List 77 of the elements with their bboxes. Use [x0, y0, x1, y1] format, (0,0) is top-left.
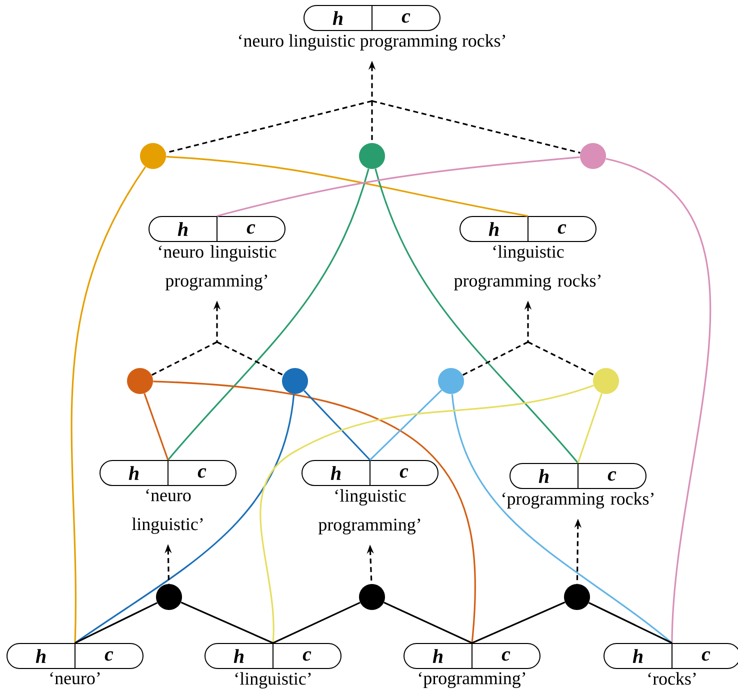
pill-box: h c — [148, 216, 286, 242]
connector-line — [369, 390, 442, 461]
node-label: ‘neuro linguistic programming rocks’ — [239, 34, 506, 51]
dot — [593, 368, 619, 394]
node-label: c — [608, 471, 616, 481]
dot — [359, 584, 385, 610]
dashed-line — [462, 341, 528, 376]
node-label: h — [632, 649, 643, 663]
node-label: h — [178, 222, 188, 236]
connector-line — [472, 602, 566, 644]
connector-line — [166, 156, 528, 217]
node-label: h — [234, 649, 244, 663]
dot — [140, 143, 166, 169]
pill-box: h c — [604, 643, 738, 669]
node-label: ‘linguistic’ — [235, 672, 311, 688]
dot — [564, 584, 590, 610]
dashed-line — [166, 100, 372, 154]
connector-line — [74, 602, 158, 644]
dashed-line — [372, 100, 580, 154]
node-label: c — [402, 13, 410, 23]
node-label: h — [432, 649, 443, 663]
connector-line — [144, 393, 169, 460]
connector-line — [74, 394, 295, 644]
node-label: c — [400, 468, 408, 478]
connector-line — [451, 394, 672, 644]
connector-line — [588, 602, 672, 644]
connector-line — [384, 602, 472, 644]
node-label: c — [702, 651, 710, 661]
pill-box: h c — [304, 5, 440, 31]
pill-box: h c — [460, 216, 596, 242]
connector-line — [153, 380, 476, 644]
node-label: ‘linguistic programming’ — [318, 489, 420, 534]
dashed-line — [151, 341, 218, 376]
pill-box: h c — [404, 643, 540, 669]
node-label: h — [36, 649, 46, 663]
node-label: c — [198, 468, 206, 478]
pill-box: h c — [204, 643, 342, 669]
node-label: c — [502, 651, 510, 661]
pill-box: h c — [510, 463, 646, 489]
pill-box: h c — [6, 643, 144, 669]
node-label: c — [302, 651, 312, 661]
node-label: ‘neuro linguistic’ — [132, 489, 203, 534]
dot — [359, 143, 385, 169]
connector-line — [606, 158, 712, 644]
node-label: ‘neuro linguistic programming’ — [158, 245, 276, 290]
connector-line — [577, 393, 602, 464]
node-label: h — [332, 11, 343, 25]
node-label: ‘neuro’ — [50, 672, 100, 684]
connector-line — [70, 166, 146, 643]
dot — [156, 584, 182, 610]
dot — [580, 143, 606, 169]
pill-box: h c — [100, 460, 236, 486]
pill-box: h c — [302, 460, 438, 486]
connector-line — [216, 156, 580, 217]
connector-line — [304, 390, 371, 461]
dot — [438, 368, 464, 394]
dot — [127, 368, 153, 394]
node-label: c — [558, 224, 566, 234]
connector-line — [260, 384, 594, 644]
dashed-line — [528, 341, 595, 376]
connector-line — [374, 168, 579, 464]
node-label: h — [488, 222, 499, 236]
node-label: ‘rocks’ — [648, 672, 696, 685]
node-label: ‘linguistic programming rocks’ — [454, 245, 600, 290]
node-label: h — [128, 466, 139, 480]
node-label: ‘programming’ — [418, 672, 526, 688]
connector-line — [272, 602, 360, 644]
dot — [282, 368, 308, 394]
connector-line — [180, 602, 274, 644]
node-label: h — [330, 466, 341, 480]
node-label: ‘programming rocks’ — [502, 492, 654, 508]
connector-line — [167, 168, 370, 461]
node-label: c — [104, 651, 114, 661]
node-label: h — [538, 469, 549, 483]
dashed-line — [216, 341, 284, 376]
dashed-line — [371, 101, 373, 143]
node-label: c — [246, 224, 256, 234]
